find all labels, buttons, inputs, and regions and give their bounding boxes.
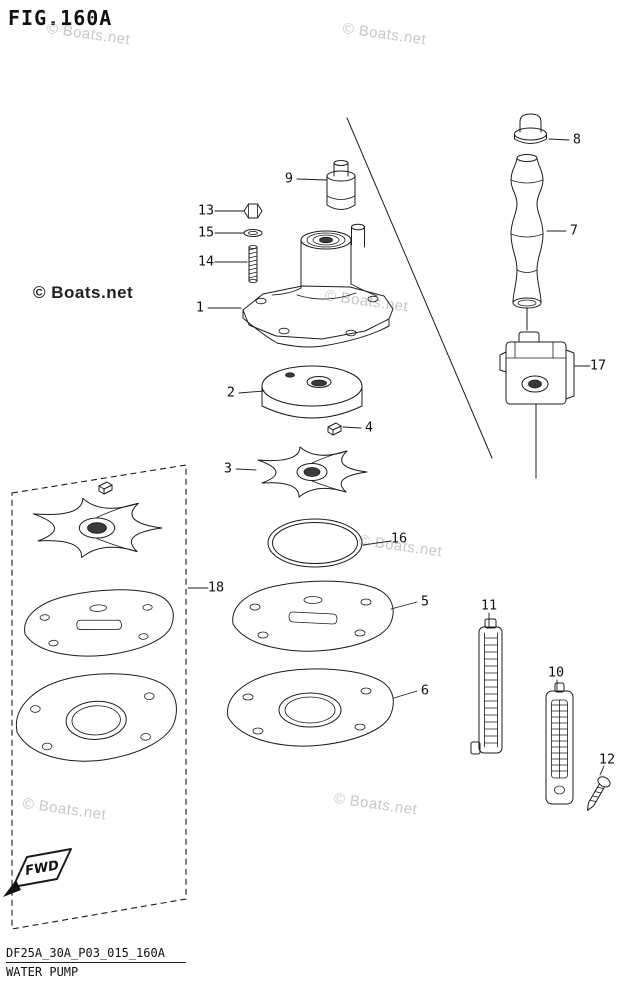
- callout-5: 5: [420, 593, 430, 610]
- callout-7: 7: [569, 222, 579, 239]
- callout-15: 15: [197, 224, 215, 241]
- clamp-bracket-part: [499, 331, 575, 405]
- footer: DF25A_30A_P03_015_160A WATER PUMP: [6, 946, 186, 979]
- stud-bolt-part: [248, 245, 258, 283]
- ribbed-seal-part: [545, 682, 574, 805]
- repair-kit-box: [11, 464, 187, 930]
- grommet-part: [470, 618, 503, 755]
- impeller-key-part: [327, 422, 342, 436]
- leader-lines: [187, 138, 605, 776]
- callout-11: 11: [480, 597, 498, 614]
- tube-cap-part: [514, 113, 547, 144]
- screw-part: [587, 776, 611, 811]
- kit-gasket-plate: [22, 586, 176, 661]
- callout-1: 1: [195, 299, 205, 316]
- pump-case-part: [242, 223, 394, 348]
- fwd-label: FWD: [24, 858, 60, 879]
- construction-lines: [346, 117, 537, 479]
- callout-8: 8: [572, 131, 582, 148]
- gasket-ring-part: [227, 668, 394, 747]
- impeller-part: [257, 446, 368, 498]
- watermark: © Boats.net: [33, 283, 134, 302]
- kit-gasket-ring: [13, 669, 180, 766]
- callout-10: 10: [547, 664, 565, 681]
- figure-code: DF25A_30A_P03_015_160A: [6, 946, 165, 960]
- callout-17: 17: [589, 357, 607, 374]
- divider-line: [346, 117, 493, 459]
- nut-part: [243, 203, 263, 219]
- callout-9: 9: [284, 170, 294, 187]
- water-tube-part: [510, 154, 544, 309]
- o-ring-part: [267, 518, 363, 568]
- pump-cup-liner-part: [261, 365, 363, 419]
- callout-4: 4: [364, 419, 374, 436]
- footer-divider: [6, 962, 186, 963]
- callout-2: 2: [226, 384, 236, 401]
- gasket-outer-plate-part: [232, 580, 394, 652]
- callout-16: 16: [390, 530, 408, 547]
- callout-14: 14: [197, 253, 215, 270]
- figure-title: FIG.160A: [8, 6, 113, 30]
- sleeve-part: [326, 160, 356, 210]
- washer-part: [243, 229, 263, 237]
- callout-18: 18: [207, 579, 225, 596]
- callout-3: 3: [223, 460, 233, 477]
- figure-name: WATER PUMP: [6, 965, 79, 979]
- fwd-arrow-icon: FWD: [3, 848, 72, 897]
- callout-13: 13: [197, 202, 215, 219]
- kit-key: [98, 481, 113, 495]
- callout-12: 12: [598, 751, 616, 768]
- kit-impeller: [32, 497, 163, 559]
- callout-6: 6: [420, 682, 430, 699]
